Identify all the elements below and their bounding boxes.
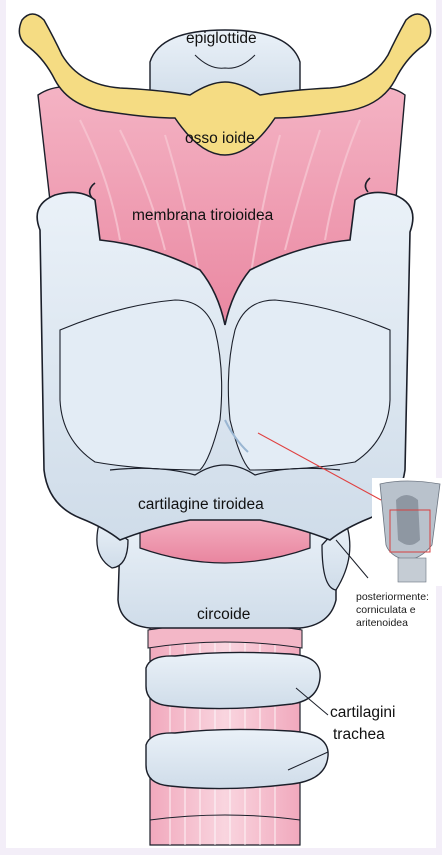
frame-left xyxy=(0,0,6,855)
label-cartilagini: cartilagini xyxy=(330,704,395,722)
frame-bottom xyxy=(0,848,442,855)
label-trachea: trachea xyxy=(333,726,385,744)
posterior-view-thumbnail xyxy=(372,478,442,586)
label-posteriormente: posteriormente: xyxy=(356,591,429,604)
label-corniculata: corniculata e xyxy=(356,604,416,617)
label-aritenoidea: aritenoidea xyxy=(356,617,408,630)
label-membrana-tiroioidea: membrana tiroioidea xyxy=(132,207,273,225)
frame-right xyxy=(436,0,442,855)
label-circoide: circoide xyxy=(197,606,250,624)
label-cartilagine-tiroidea: cartilagine tiroidea xyxy=(138,496,264,514)
label-osso-ioide: osso ioide xyxy=(185,130,255,148)
label-epiglottide: epiglottide xyxy=(186,30,257,48)
